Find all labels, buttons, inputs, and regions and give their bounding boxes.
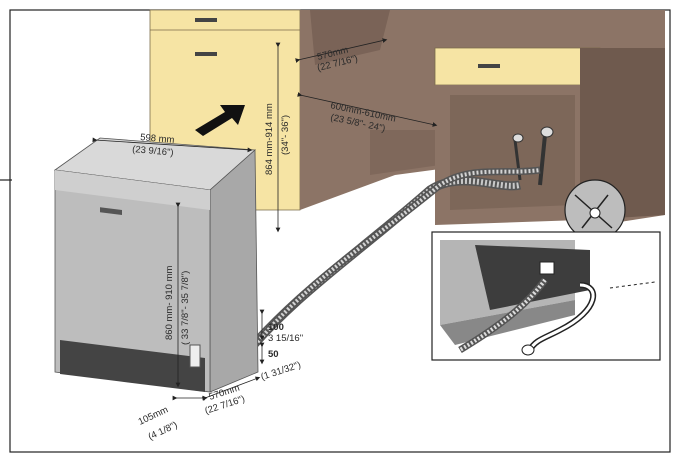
clearance-100-inch-label: 3 15/16" [268, 333, 303, 344]
offset-105-inch-label: (4 1/8") [147, 420, 180, 443]
leg [189, 344, 201, 368]
clearance-100-label: 100 [268, 322, 284, 333]
toe-kick [60, 340, 205, 392]
drain-hose [236, 166, 541, 363]
clearance-50-inch-label: (1 31/32") [260, 360, 303, 383]
dimension-lines [92, 38, 438, 402]
drawer-handle [478, 64, 500, 68]
arrow-icon [195, 105, 245, 136]
height-864-914-label: 864 mm-914 mm [264, 103, 275, 175]
height-864-914-inch-label: (34"- 36") [280, 115, 291, 155]
inset-detail [431, 231, 661, 361]
clearance-50-label: 50 [268, 349, 279, 360]
drawer-handle [195, 18, 217, 22]
detail-circle [564, 179, 626, 241]
width-598-inch-label: (23 9/16") [132, 144, 174, 159]
height-860-910-label: 860 mm- 910 mm [164, 265, 175, 340]
dishwasher [53, 137, 259, 393]
hose-connector-icon [539, 261, 555, 275]
height-860-910-inch-label: ( 33 7/8"- 35 7/8") [180, 271, 191, 345]
width-598-label: 598 mm [140, 132, 175, 146]
drawer-handle [195, 52, 217, 56]
control-panel [100, 207, 122, 215]
